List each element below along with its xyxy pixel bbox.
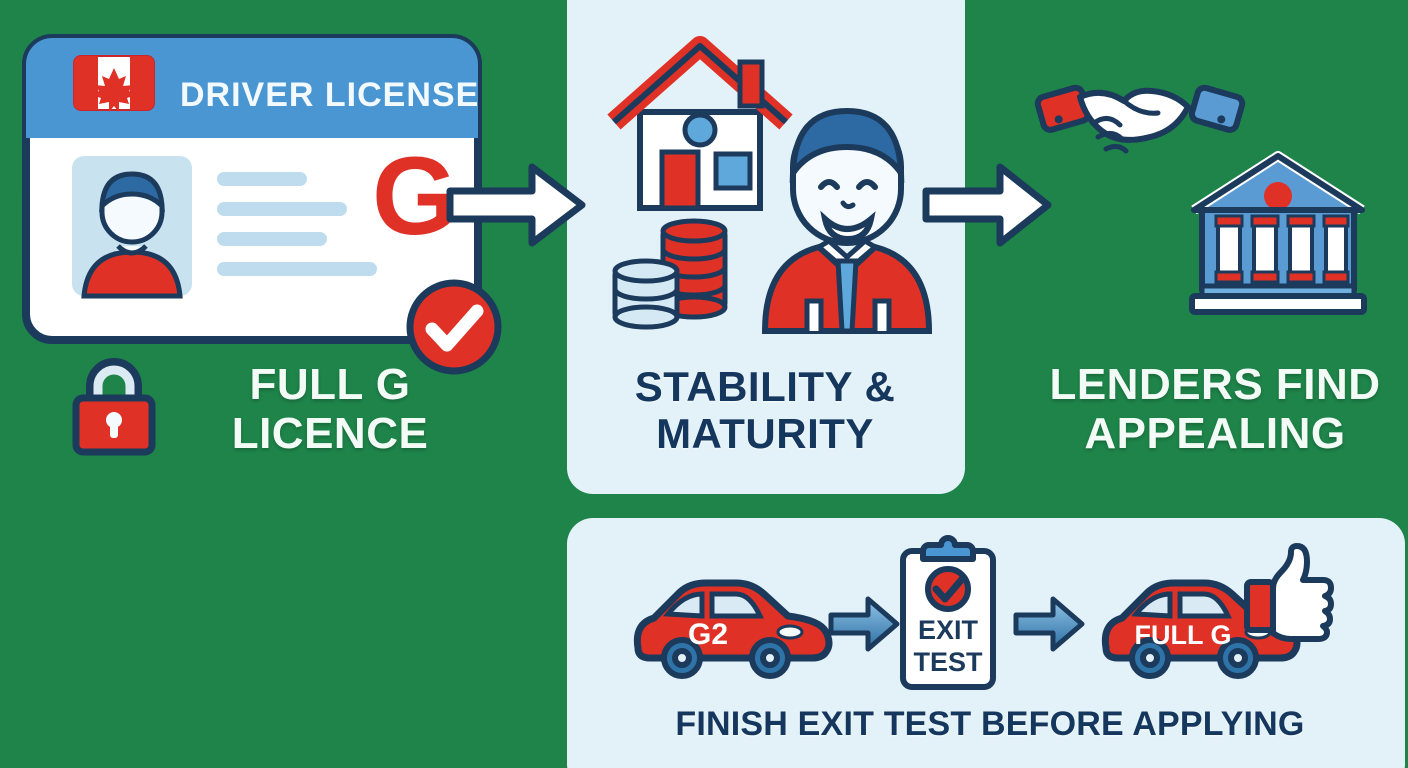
caption-line: MATURITY — [656, 410, 874, 458]
car-icon-g2: G2 — [630, 570, 833, 680]
padlock-icon — [62, 348, 166, 458]
arrow-stability-to-lenders-icon — [922, 155, 1052, 255]
caption-full-g-licence: FULL G LICENCE — [170, 360, 490, 459]
license-class-letter: G — [372, 135, 458, 258]
arrow-g2-to-exit-test-icon — [828, 593, 900, 655]
clipboard-label-line-1: EXIT — [918, 615, 979, 645]
caption-stability-maturity: STABILITY & MATURITY — [600, 363, 930, 457]
car-label-full-g: FULL G — [1135, 620, 1232, 650]
clipboard-label-line-2: TEST — [913, 647, 983, 677]
businessperson-icon — [755, 95, 940, 335]
coins-icon — [605, 215, 765, 335]
caption-line: FULL G — [249, 360, 411, 409]
car-label-g2: G2 — [688, 618, 728, 651]
canada-flag-icon — [73, 55, 155, 112]
arrow-exit-test-to-full-g-icon — [1013, 593, 1085, 655]
caption-line: STABILITY & — [634, 363, 896, 410]
clipboard-icon: EXIT TEST — [893, 533, 1003, 693]
avatar — [81, 171, 183, 299]
caption-finish-exit-test: FINISH EXIT TEST BEFORE APPLYING — [675, 705, 1305, 743]
house-icon — [600, 30, 800, 230]
caption-lenders-find-appealing: LENDERS FIND APPEALING — [1030, 360, 1400, 459]
handshake-icon — [1034, 55, 1246, 185]
license-header-label: DRIVER LICENSE — [180, 76, 479, 114]
id-card-icon: G DRIVER LICENSE — [22, 34, 482, 344]
caption-line: LICENCE — [231, 409, 429, 459]
thumbs-up-icon — [1243, 543, 1334, 642]
panel-stability-maturity — [567, 0, 965, 494]
arrow-card-to-stability-icon — [446, 155, 586, 255]
bank-icon — [1188, 148, 1368, 318]
caption-line: APPEALING — [1084, 409, 1346, 459]
caption-line: LENDERS FIND — [1049, 360, 1381, 409]
check-badge-icon — [404, 277, 504, 377]
